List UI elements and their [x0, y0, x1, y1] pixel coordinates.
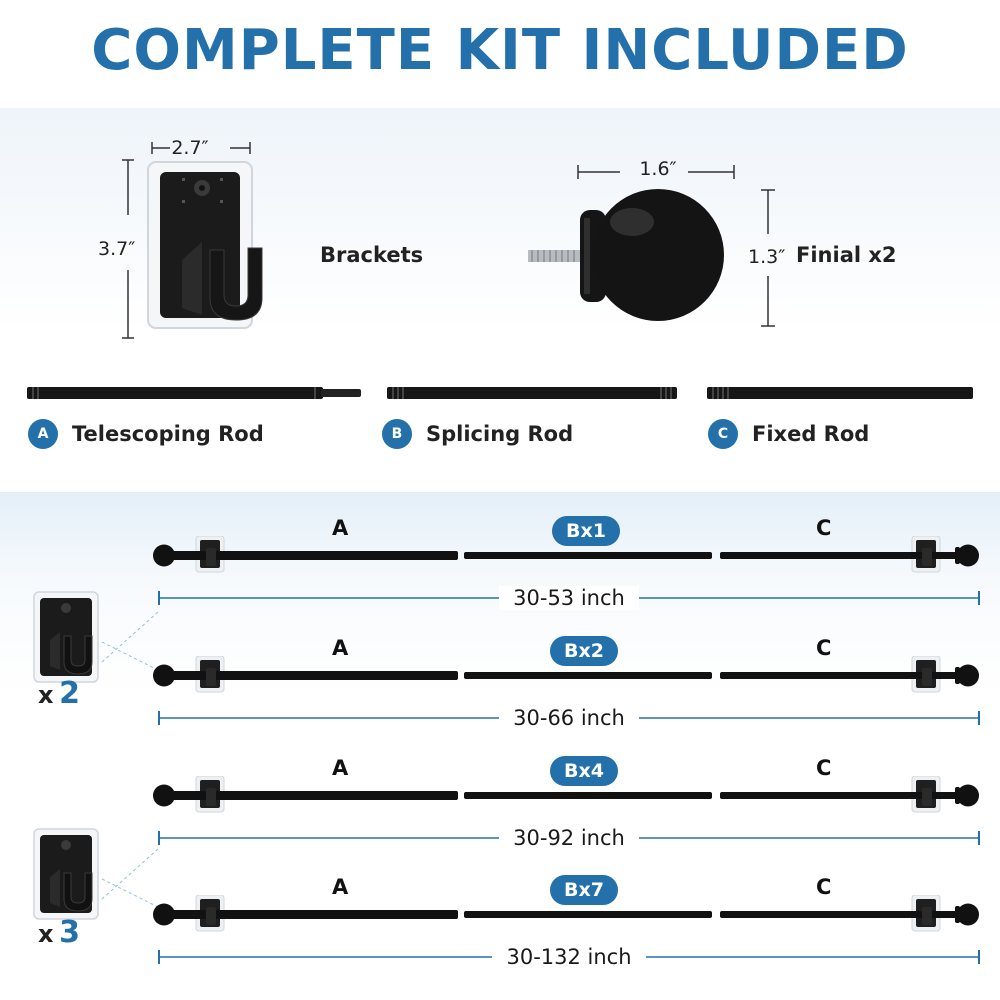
rod-segment-a: [168, 671, 458, 680]
segment-b-pill: Bx4: [550, 756, 618, 786]
rod-segment-b: [464, 911, 712, 918]
splicing-rod-image: [387, 387, 677, 399]
length-text: 30-132 inch: [492, 945, 646, 969]
bracket-hook: [206, 907, 216, 925]
bracket-count-3: x 3: [38, 915, 80, 950]
bracket-hook: [922, 788, 932, 806]
finial-height: 1.3″: [748, 246, 786, 268]
bracket-image: [122, 142, 263, 339]
page-title: COMPLETE KIT INCLUDED: [91, 18, 909, 83]
count-number: 2: [59, 676, 80, 711]
bracket-hook: [206, 668, 216, 686]
finial-ball: [957, 784, 979, 807]
segment-c-label: C: [816, 516, 832, 540]
assembly-row-4: A Bx7 C 30-132 inch: [0, 875, 1000, 985]
rod-segment-c: [720, 792, 960, 799]
finial-ball: [153, 903, 175, 926]
bracket-label: Brackets: [320, 243, 424, 267]
rod-segment-a: [168, 551, 458, 560]
segment-c-label: C: [816, 875, 832, 899]
finial-ball: [153, 544, 175, 567]
bracket-hook: [206, 548, 216, 566]
rod-badge: B: [382, 419, 412, 449]
assembly-row-2: A Bx2 C 30-66 inch: [0, 636, 1000, 746]
finial-image: [528, 165, 775, 327]
rod-item-fixed: C Fixed Rod: [708, 419, 869, 449]
fixed-rod-image: [707, 387, 973, 399]
finial-ball: [957, 903, 979, 926]
bracket-hook: [922, 668, 932, 686]
segment-a-label: A: [332, 756, 349, 780]
count-number: 3: [59, 915, 80, 950]
title-band: COMPLETE KIT INCLUDED: [0, 0, 1000, 108]
bracket-count-2: x 2: [38, 676, 80, 711]
rod-segment-b: [464, 552, 712, 559]
rod-segment-a: [168, 910, 458, 919]
segment-a-label: A: [332, 636, 349, 660]
count-x: x: [38, 681, 54, 709]
bracket-count-image: [33, 828, 159, 920]
segment-a-label: A: [332, 875, 349, 899]
rod-segment-c: [720, 911, 960, 918]
rod-segment-c: [720, 552, 960, 559]
assembled-rod: [153, 536, 979, 573]
rod-label: Telescoping Rod: [72, 422, 264, 446]
bracket-hook: [922, 907, 932, 925]
bracket-height: 3.7″: [98, 238, 136, 260]
length-text: 30-66 inch: [499, 706, 639, 730]
count-x: x: [38, 920, 54, 948]
length-measure: 30-66 inch: [158, 706, 980, 730]
segment-b-pill: Bx2: [550, 636, 618, 666]
assembled-rod: [153, 776, 979, 813]
finial-ball: [957, 544, 979, 567]
rod-badge: A: [28, 419, 58, 449]
segment-c-label: C: [816, 756, 832, 780]
rod-item-splicing: B Splicing Rod: [382, 419, 573, 449]
finial-ball: [957, 664, 979, 687]
bracket-hook: [922, 548, 932, 566]
length-measure: 30-132 inch: [158, 945, 980, 969]
segment-a-label: A: [332, 516, 349, 540]
length-text: 30-53 inch: [499, 586, 639, 610]
telescoping-rod-image: [27, 387, 361, 399]
segment-c-label: C: [816, 636, 832, 660]
rod-segment-b: [464, 792, 712, 799]
bracket-count-image: [33, 591, 159, 683]
bracket-hook: [206, 788, 216, 806]
rod-segment-a: [168, 791, 458, 800]
rod-badge: C: [708, 419, 738, 449]
rod-item-telescoping: A Telescoping Rod: [28, 419, 264, 449]
assembled-rod: [153, 656, 979, 693]
assembled-rod: [153, 895, 979, 932]
rod-label: Splicing Rod: [426, 422, 574, 446]
segment-b-pill: Bx7: [550, 875, 618, 905]
assembly-row-1: A Bx1 C 30-53 inch: [0, 516, 1000, 626]
segment-b-pill: Bx1: [552, 516, 620, 546]
length-text: 30-92 inch: [499, 826, 639, 850]
bracket-width: 2.7″: [171, 137, 209, 159]
assembly-row-3: A Bx4 C 30-92 inch: [0, 756, 1000, 866]
rod-segment-b: [464, 672, 712, 679]
finial-width: 1.6″: [639, 158, 677, 180]
finial-ball: [153, 664, 175, 687]
finial-ball: [153, 784, 175, 807]
rod-segment-c: [720, 672, 960, 679]
rod-label: Fixed Rod: [752, 422, 870, 446]
length-measure: 30-53 inch: [158, 586, 980, 610]
length-measure: 30-92 inch: [158, 826, 980, 850]
finial-label: Finial x2: [796, 243, 897, 267]
